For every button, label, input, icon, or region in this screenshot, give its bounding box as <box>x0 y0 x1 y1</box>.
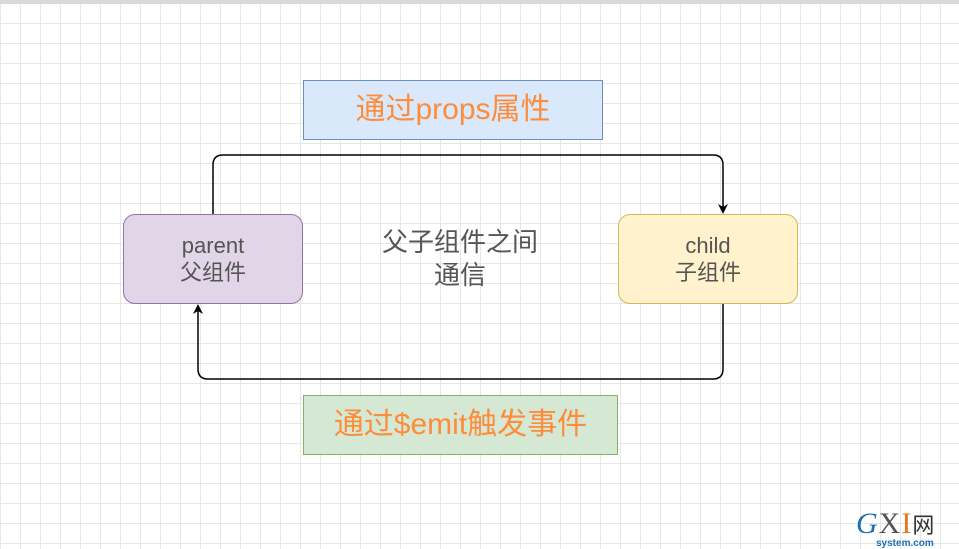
watermark-net: 网 <box>912 513 936 538</box>
emit-arrow <box>193 304 724 380</box>
center-caption-line1: 父子组件之间 <box>381 227 538 257</box>
center-caption: 父子组件之间 通信 <box>350 226 570 291</box>
props-label-box[interactable]: 通过props属性 <box>303 80 603 140</box>
child-node-title: child <box>685 232 731 258</box>
props-label-text: 通过props属性 <box>355 93 551 127</box>
emit-label-text: 通过$emit触发事件 <box>333 408 588 442</box>
props-arrow <box>212 154 728 214</box>
site-watermark: GXI网 system.com <box>856 508 956 549</box>
emit-label-box[interactable]: 通过$emit触发事件 <box>303 395 618 455</box>
watermark-domain: system.com <box>876 538 934 549</box>
parent-node-title: parent <box>181 232 245 258</box>
watermark-i: I <box>901 507 913 540</box>
child-node[interactable]: child 子组件 <box>618 214 798 304</box>
center-caption-line2: 通信 <box>433 259 486 290</box>
watermark-logo: GXI网 <box>856 508 935 542</box>
top-border <box>0 0 959 4</box>
watermark-x: X <box>878 507 902 540</box>
parent-node-subtitle: 父组件 <box>179 260 246 285</box>
watermark-g: G <box>856 507 879 540</box>
child-node-subtitle: 子组件 <box>674 260 741 285</box>
parent-node[interactable]: parent 父组件 <box>123 214 303 304</box>
